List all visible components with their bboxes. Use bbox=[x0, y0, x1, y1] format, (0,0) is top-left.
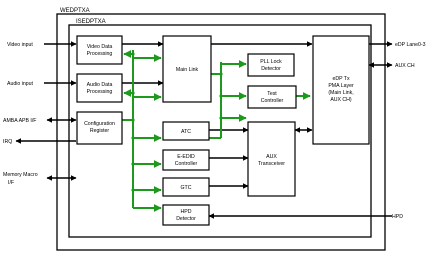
junction-dot bbox=[219, 94, 223, 98]
audio-input-label: Audio input bbox=[7, 81, 34, 87]
hpd-label: HPD bbox=[392, 214, 403, 220]
wedptxa-label: WEDPTXA bbox=[60, 8, 90, 14]
edp-phy-label-3: (Main Link, bbox=[328, 90, 353, 96]
edp-phy-label-4: AUX CH) bbox=[330, 97, 352, 103]
junction-dot bbox=[131, 162, 135, 166]
junction-dot bbox=[131, 136, 135, 140]
junction-dot bbox=[131, 188, 135, 192]
audio-dp-label-2: Processing bbox=[87, 89, 113, 95]
test-label-2: Controller bbox=[261, 98, 284, 104]
junction-dot bbox=[131, 91, 135, 95]
hpd-detector-label-2: Detector bbox=[176, 216, 196, 222]
config-label-1: Configuration bbox=[84, 121, 115, 127]
eedid-label-2: Controller bbox=[175, 161, 198, 167]
eedid-box bbox=[162, 149, 210, 171]
isedptxa-wrapper bbox=[68, 24, 372, 238]
main-link-box bbox=[162, 35, 212, 103]
block-aux-transceiver: AUX Transceiver bbox=[247, 121, 296, 197]
memory-macro-label-1: Memory Macro bbox=[3, 172, 38, 178]
control-bus bbox=[122, 50, 311, 212]
block-edp-phy: eDP Tx PMA Layer (Main Link, AUX CH) bbox=[312, 35, 370, 145]
block-video-dp: Video Data Processing bbox=[76, 35, 123, 65]
aux-label-1: AUX bbox=[266, 154, 277, 160]
aux-box bbox=[247, 121, 296, 197]
video-dp-label-2: Processing bbox=[87, 51, 113, 57]
pll-label-2: Detector bbox=[261, 66, 281, 72]
hpd-detector-label-1: HPD bbox=[181, 209, 192, 215]
wedptxa-wrapper bbox=[56, 13, 386, 251]
junction-dot bbox=[131, 52, 135, 56]
pll-box bbox=[247, 53, 295, 77]
aux-ch-label: AUX CH bbox=[395, 63, 415, 69]
block-audio-dp: Audio Data Processing bbox=[76, 73, 123, 103]
amba-apb-label: AMBA APB I/F bbox=[3, 118, 36, 124]
block-main-link: Main Link bbox=[162, 35, 212, 103]
block-gtc: GTC bbox=[162, 177, 210, 197]
hpd-detector-box bbox=[162, 204, 210, 226]
junction-dot bbox=[219, 72, 223, 76]
atc-label: ATC bbox=[181, 129, 191, 135]
edp-lane-label: eDP Lane0-3 bbox=[395, 42, 426, 48]
edp-phy-label-1: eDP Tx bbox=[332, 76, 350, 82]
edp-phy-box bbox=[312, 35, 370, 145]
audio-dp-box bbox=[76, 73, 123, 103]
gtc-box bbox=[162, 177, 210, 197]
video-input-label: Video input bbox=[7, 42, 33, 48]
audio-dp-label-1: Audio Data bbox=[87, 82, 113, 88]
block-config-register: Configuration Register bbox=[76, 111, 123, 145]
junction-dot bbox=[131, 118, 135, 122]
block-eedid: E-EDID Controller bbox=[162, 149, 210, 171]
block-hpd-detector: HPD Detector bbox=[162, 204, 210, 226]
config-label-2: Register bbox=[90, 128, 110, 134]
test-box bbox=[247, 85, 297, 109]
gtc-label: GTC bbox=[181, 185, 192, 191]
irq-label: IRQ bbox=[3, 139, 12, 145]
test-label-1: Test bbox=[267, 91, 277, 97]
block-test-controller: Test Controller bbox=[247, 85, 297, 109]
atc-box bbox=[162, 121, 210, 141]
video-dp-label-1: Video Data bbox=[87, 44, 113, 50]
junction-dot bbox=[219, 116, 223, 120]
signal-lines bbox=[15, 41, 393, 219]
edp-phy-label-2: PMA Layer bbox=[328, 83, 354, 89]
main-link-label: Main Link bbox=[176, 67, 199, 73]
block-atc: ATC bbox=[162, 121, 210, 141]
eedid-label-1: E-EDID bbox=[177, 154, 195, 160]
video-dp-box bbox=[76, 35, 123, 65]
block-pll-lock: PLL Lock Detector bbox=[247, 53, 295, 77]
bus-junctions bbox=[131, 52, 223, 192]
memory-macro-label-2: I/F bbox=[8, 180, 14, 186]
config-box bbox=[76, 111, 123, 145]
isedptxa-label: ISEDPTXA bbox=[76, 19, 106, 25]
aux-label-2: Transceiver bbox=[258, 161, 285, 167]
pll-label-1: PLL Lock bbox=[260, 59, 282, 65]
